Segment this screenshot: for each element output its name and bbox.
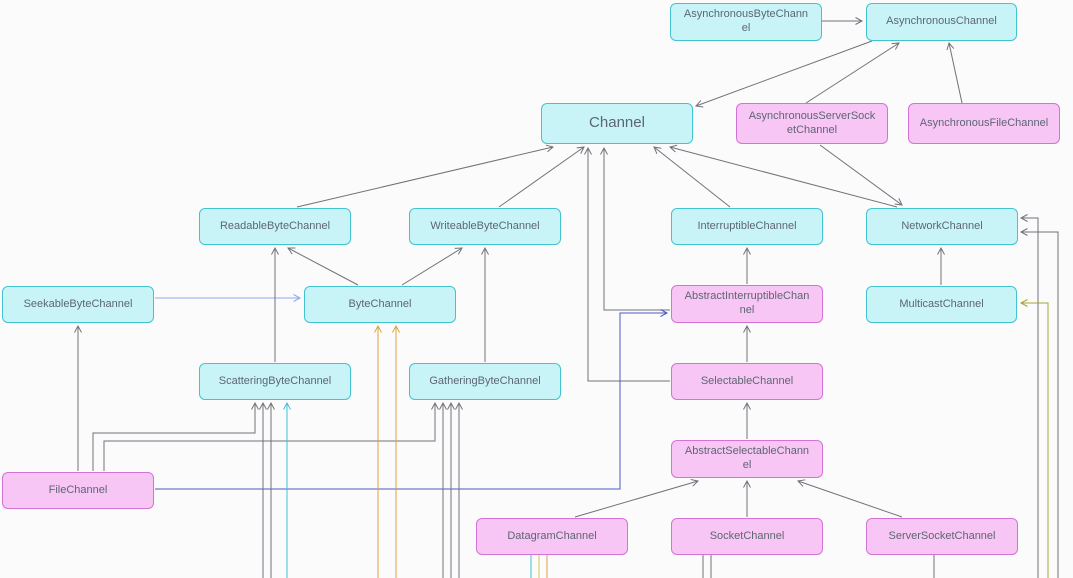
node-label: AsynchronousByteChannel xyxy=(683,8,809,34)
node-selectable-channel[interactable]: SelectableChannel xyxy=(671,363,823,400)
node-abstract-selectable-channel[interactable]: AbstractSelectableChannel xyxy=(671,440,823,478)
node-file-channel[interactable]: FileChannel xyxy=(2,472,154,509)
edge-asyncchannel-to-channel xyxy=(695,40,873,108)
node-label: GatheringByteChannel xyxy=(429,374,541,387)
edge-networkchannel-to-channel xyxy=(668,144,898,208)
node-server-socket-channel[interactable]: ServerSocketChannel xyxy=(866,518,1018,555)
node-label: SelectableChannel xyxy=(700,374,794,387)
node-readable-byte-channel[interactable]: ReadableByteChannel xyxy=(199,208,351,245)
node-scattering-byte-channel[interactable]: ScatteringByteChannel xyxy=(199,363,351,400)
edge-interruptiblechannel-to-channel xyxy=(653,146,731,208)
node-label: DatagramChannel xyxy=(507,529,597,542)
node-label: SeekableByteChannel xyxy=(23,297,133,310)
node-socket-channel[interactable]: SocketChannel xyxy=(671,518,823,555)
node-label: AbstractInterruptibleChannel xyxy=(684,290,810,316)
node-asynchronous-channel[interactable]: AsynchronousChannel xyxy=(866,3,1017,41)
node-asynchronous-file-channel[interactable]: AsynchronousFileChannel xyxy=(908,103,1060,144)
node-interruptible-channel[interactable]: InterruptibleChannel xyxy=(671,208,823,245)
node-seekable-byte-channel[interactable]: SeekableByteChannel xyxy=(2,286,154,323)
edge-abstractinterruptiblechannel-to-channel xyxy=(600,146,670,311)
node-label: AsynchronousServerSocketChannel xyxy=(748,109,876,136)
edge-readablebytechannel-to-channel xyxy=(296,144,555,208)
node-label: InterruptibleChannel xyxy=(697,219,797,232)
edge-bytechannel-to-readablebytechannel xyxy=(287,247,359,286)
node-label: ScatteringByteChannel xyxy=(218,374,332,387)
node-label: AsynchronousChannel xyxy=(886,15,997,28)
node-label: ReadableByteChannel xyxy=(219,219,331,232)
node-multicast-channel[interactable]: MulticastChannel xyxy=(866,286,1017,323)
node-label: AbstractSelectableChannel xyxy=(684,445,810,471)
node-label: MulticastChannel xyxy=(899,297,984,310)
node-datagram-channel[interactable]: DatagramChannel xyxy=(476,518,628,555)
node-writeable-byte-channel[interactable]: WriteableByteChannel xyxy=(409,208,561,245)
edge-writeablebytechannel-to-channel xyxy=(498,146,585,208)
node-abstract-interruptible-channel[interactable]: AbstractInterruptibleChannel xyxy=(671,285,823,323)
edge-route-to-networkchannel-b xyxy=(1019,228,1059,578)
node-byte-channel[interactable]: ByteChannel xyxy=(304,286,456,323)
node-label: WriteableByteChannel xyxy=(430,219,540,232)
node-asynchronous-byte-channel[interactable]: AsynchronousByteChannel xyxy=(670,3,822,41)
node-asynchronous-server-socket-channel[interactable]: AsynchronousServerSocketChannel xyxy=(736,103,888,144)
edge-route-to-multicastchannel xyxy=(1019,299,1049,578)
node-label: ByteChannel xyxy=(348,297,412,310)
edge-bytechannel-to-writeablebytechannel xyxy=(401,247,463,286)
edge-serversocketchannel-to-abstractselectablechannel xyxy=(797,479,903,518)
node-label: SocketChannel xyxy=(709,529,785,542)
node-label: FileChannel xyxy=(48,483,108,496)
node-label: ServerSocketChannel xyxy=(888,529,996,542)
node-channel[interactable]: Channel xyxy=(541,103,693,144)
edge-datagramchannel-to-abstractselectablechannel xyxy=(574,478,700,518)
edge-selectablechannel-to-channel xyxy=(584,146,670,382)
edge-asyncserversocketchannel-to-asyncchannel xyxy=(805,42,900,104)
node-network-channel[interactable]: NetworkChannel xyxy=(866,208,1018,245)
edge-filechannel-to-gatheringbytechannel xyxy=(103,401,439,471)
node-label: Channel xyxy=(589,114,645,132)
node-label: AsynchronousFileChannel xyxy=(919,116,1049,129)
node-gathering-byte-channel[interactable]: GatheringByteChannel xyxy=(409,363,561,400)
edge-filechannel-to-scatteringbytechannel xyxy=(92,401,259,471)
node-label: NetworkChannel xyxy=(901,219,983,232)
edge-asyncserversocketchannel-to-networkchannel xyxy=(819,144,903,206)
edge-filechannel-to-abstractinterruptiblechannel xyxy=(155,309,669,490)
edge-route-to-networkchannel-a xyxy=(1019,214,1039,578)
edge-asyncfilechannel-to-asyncchannel xyxy=(946,41,963,104)
